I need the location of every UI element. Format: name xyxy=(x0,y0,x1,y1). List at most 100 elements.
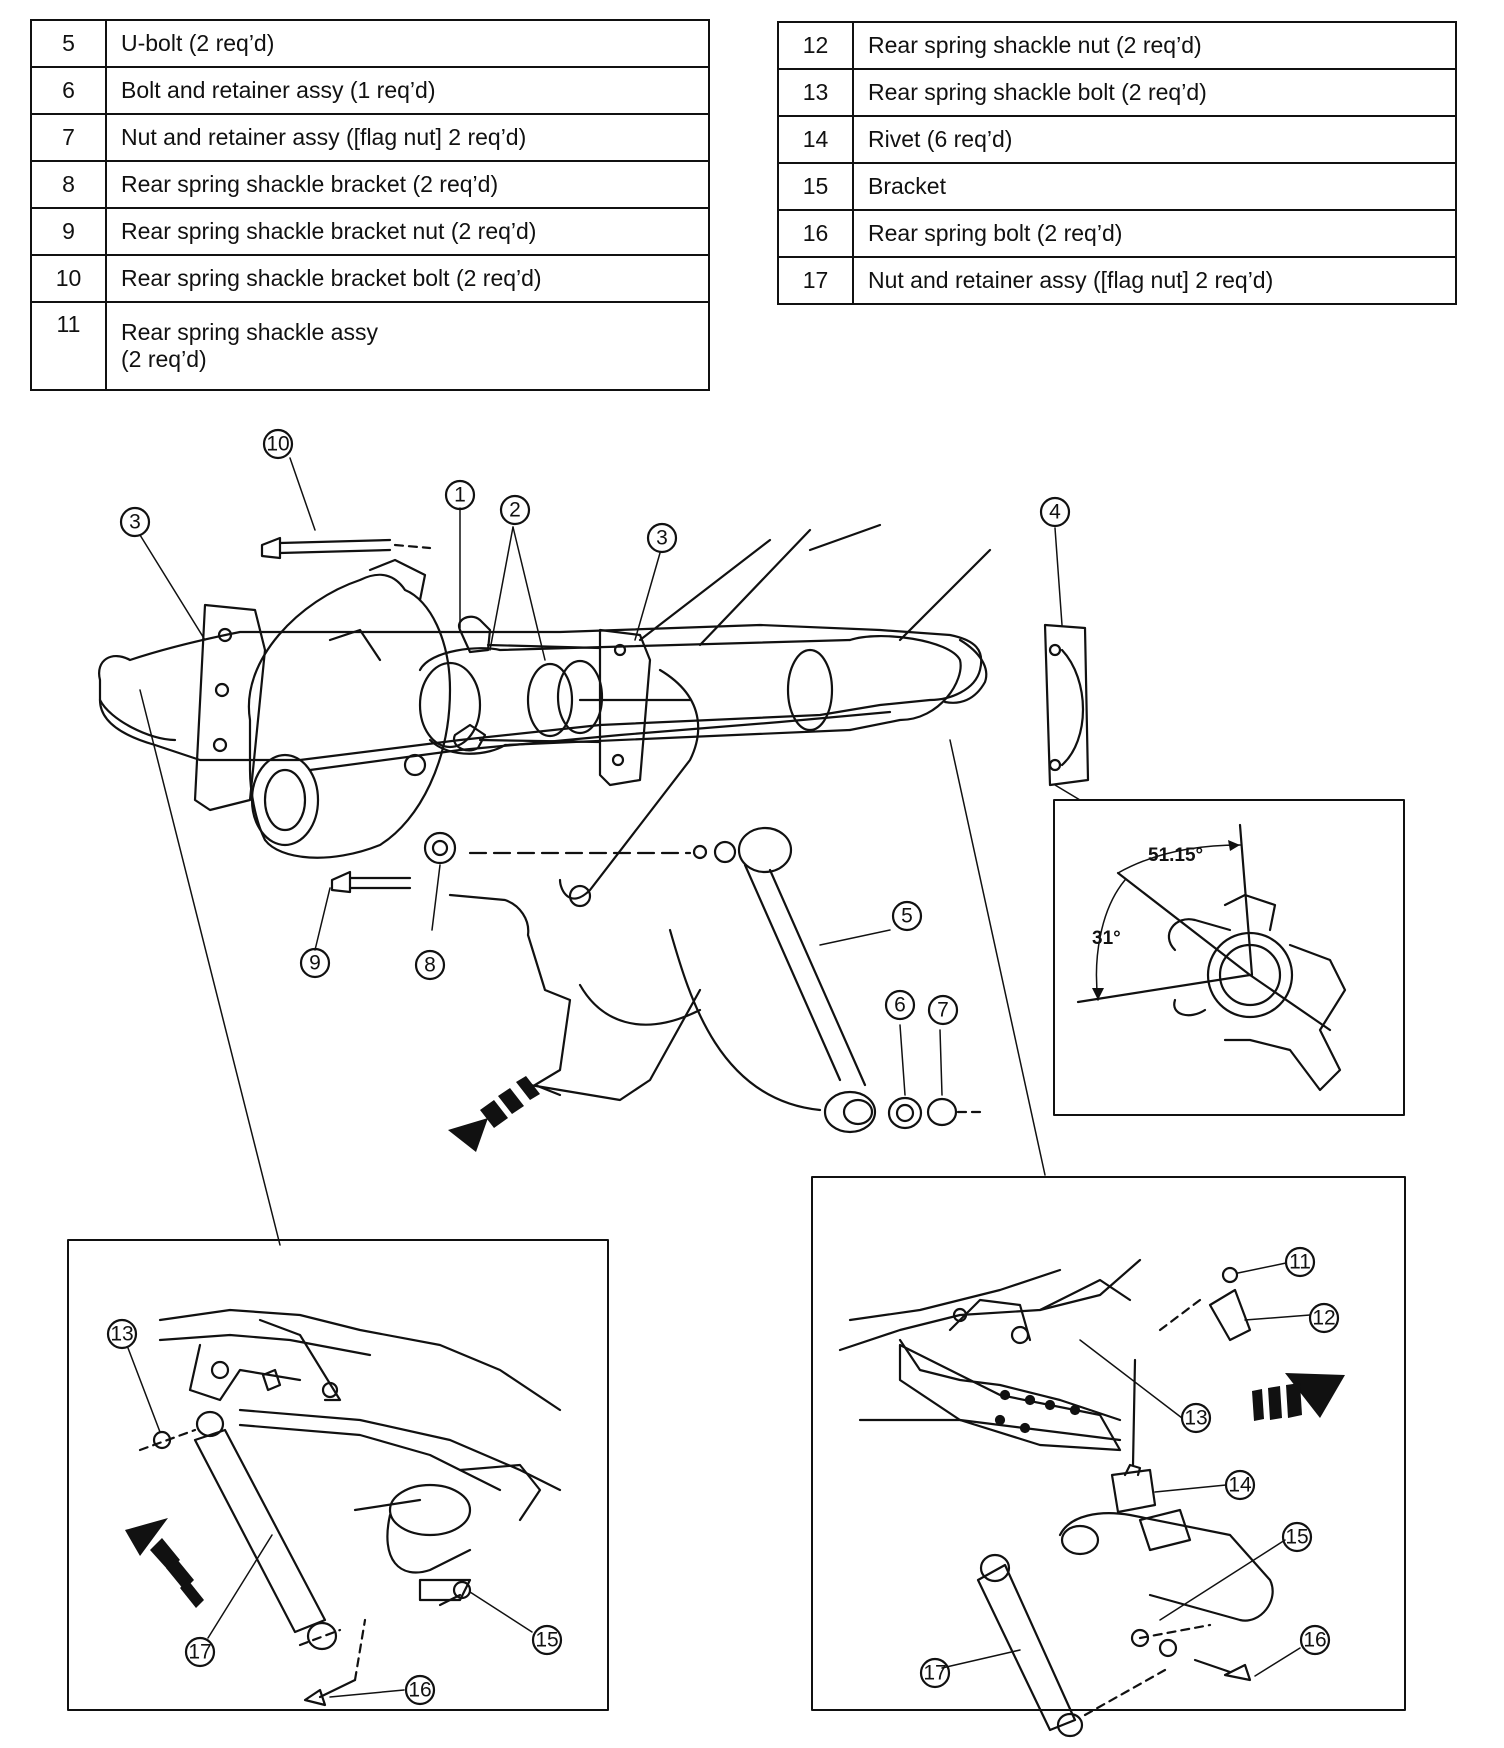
callout: 14 xyxy=(1224,1469,1256,1501)
part-number: 8 xyxy=(30,160,107,209)
part-number: 7 xyxy=(30,113,107,162)
callout: 16 xyxy=(404,1674,436,1706)
part-description: Nut and retainer assy ([flag nut] 2 req’… xyxy=(852,256,1457,305)
part-description: Bracket xyxy=(852,162,1457,211)
part-number: 10 xyxy=(30,254,107,303)
part-description: Rear spring shackle nut (2 req’d) xyxy=(852,21,1457,70)
part-description: Rear spring shackle bracket nut (2 req’d… xyxy=(105,207,710,256)
callout: 10 xyxy=(262,428,294,460)
callout: 2 xyxy=(499,494,531,526)
svg-text:13: 13 xyxy=(1184,1407,1207,1430)
callouts-left-inset: 13 17 15 16 xyxy=(106,1318,563,1706)
part-description-line2: (2 req’d) xyxy=(121,346,207,372)
svg-text:3: 3 xyxy=(129,511,141,534)
part-description: Rear spring bolt (2 req’d) xyxy=(852,209,1457,258)
axle-tube xyxy=(418,634,962,755)
part-number: 14 xyxy=(777,115,854,164)
callout: 11 xyxy=(1284,1246,1316,1278)
svg-text:15: 15 xyxy=(1285,1526,1308,1549)
leader-lines xyxy=(127,1347,533,1698)
front-direction-arrow xyxy=(448,1076,540,1152)
angle-label-b: 31° xyxy=(1092,928,1121,949)
callout: 5 xyxy=(891,900,923,932)
part-number: 15 xyxy=(777,162,854,211)
part-description: Bolt and retainer assy (1 req’d) xyxy=(105,66,710,115)
angle-label-a: 51.15° xyxy=(1148,845,1203,866)
part-description: Rear spring shackle bracket bolt (2 req’… xyxy=(105,254,710,303)
svg-text:16: 16 xyxy=(408,1679,431,1702)
rear-direction-arrow xyxy=(1252,1373,1345,1421)
part-number: 16 xyxy=(777,209,854,258)
callout: 3 xyxy=(119,506,151,538)
svg-text:15: 15 xyxy=(535,1629,558,1652)
part-description: Rivet (6 req’d) xyxy=(852,115,1457,164)
part-description: Rear spring shackle bracket (2 req’d) xyxy=(105,160,710,209)
svg-text:14: 14 xyxy=(1228,1474,1252,1497)
callout: 15 xyxy=(531,1624,563,1656)
callout: 15 xyxy=(1281,1521,1313,1553)
callouts-main: 10 3 1 2 3 4 5 6 7 8 9 xyxy=(119,428,1071,1026)
part-number: 5 xyxy=(30,19,107,68)
svg-text:11: 11 xyxy=(1289,1251,1311,1274)
table-row: 11 Rear spring shackle assy (2 req’d) xyxy=(30,301,710,391)
part-number: 6 xyxy=(30,66,107,115)
callout: 12 xyxy=(1308,1302,1340,1334)
svg-text:13: 13 xyxy=(110,1323,133,1346)
part-description: Rear spring shackle bolt (2 req’d) xyxy=(852,68,1457,117)
part-number: 17 xyxy=(777,256,854,305)
callout: 4 xyxy=(1039,496,1071,528)
callout: 6 xyxy=(884,989,916,1021)
callout: 13 xyxy=(106,1318,138,1350)
fasteners xyxy=(260,536,592,908)
u-bolt-clamps xyxy=(452,615,602,752)
right-detail-inset: 11 12 13 14 15 16 17 xyxy=(811,1176,1406,1738)
part-number: 12 xyxy=(777,21,854,70)
callout: 1 xyxy=(444,479,476,511)
callout: 17 xyxy=(184,1636,216,1668)
callout: 9 xyxy=(299,947,331,979)
callout: 8 xyxy=(414,949,446,981)
part-number: 13 xyxy=(777,68,854,117)
svg-text:7: 7 xyxy=(937,999,949,1022)
svg-text:16: 16 xyxy=(1303,1629,1326,1652)
callout: 3 xyxy=(646,522,678,554)
callout: 13 xyxy=(1180,1402,1212,1434)
part-number: 9 xyxy=(30,207,107,256)
callout: 16 xyxy=(1299,1624,1331,1656)
callout: 7 xyxy=(927,994,959,1026)
svg-text:4: 4 xyxy=(1049,501,1061,524)
part-description: Rear spring shackle assy (2 req’d) xyxy=(105,301,710,391)
svg-text:5: 5 xyxy=(901,905,913,928)
svg-text:10: 10 xyxy=(266,433,289,456)
part-description: U-bolt (2 req’d) xyxy=(105,19,710,68)
svg-text:17: 17 xyxy=(188,1641,211,1664)
main-exploded-view: 10 3 1 2 3 4 5 6 7 8 9 xyxy=(98,428,1090,1246)
leader-lines xyxy=(941,1262,1311,1677)
front-direction-arrow xyxy=(125,1518,204,1608)
svg-text:8: 8 xyxy=(424,954,436,977)
callout: 17 xyxy=(919,1657,951,1689)
svg-text:3: 3 xyxy=(656,527,668,550)
differential-housing xyxy=(247,558,452,859)
part-description-line1: Rear spring shackle assy xyxy=(121,319,378,345)
svg-text:17: 17 xyxy=(923,1662,946,1685)
bushing-washer-nut xyxy=(887,1096,987,1130)
part-description: Nut and retainer assy ([flag nut] 2 req’… xyxy=(105,113,710,162)
leader-lines xyxy=(139,457,1081,1246)
svg-text:1: 1 xyxy=(454,484,466,507)
svg-text:12: 12 xyxy=(1312,1307,1335,1330)
